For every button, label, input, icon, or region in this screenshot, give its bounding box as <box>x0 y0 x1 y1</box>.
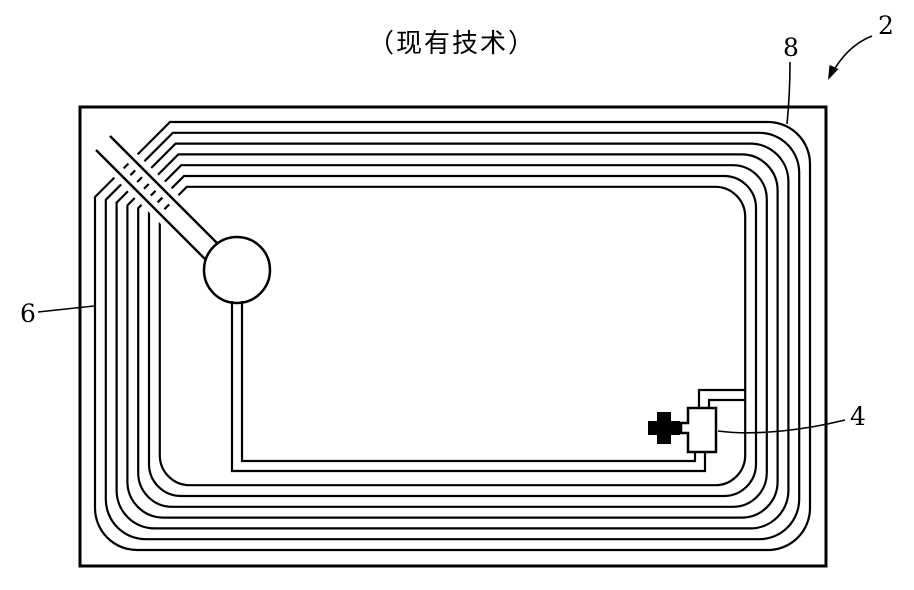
leader-line-6 <box>37 305 95 313</box>
ref-label-6: 6 <box>20 299 36 328</box>
trace-outer-edge <box>230 301 707 473</box>
chip-outline <box>679 406 718 454</box>
leader-line-4 <box>717 419 846 434</box>
connector-edge <box>697 388 745 408</box>
bridge-line <box>95 149 207 261</box>
chip-connector <box>697 388 745 408</box>
coil-turn <box>137 164 768 508</box>
trace-inner-edge <box>240 301 697 463</box>
crossover-bridge-trace <box>95 135 218 261</box>
leader-line-8 <box>786 61 791 125</box>
ref-label-4: 4 <box>850 402 866 431</box>
coil-turn <box>158 185 747 487</box>
bridge-line <box>109 135 218 244</box>
ref-label-2: 2 <box>878 11 894 40</box>
conductor-trace <box>230 301 707 473</box>
plus-vertical-bar <box>657 412 671 444</box>
antenna-coil <box>93 120 812 552</box>
arrowhead-icon <box>828 65 839 80</box>
connector-edge <box>707 398 745 408</box>
tag-substrate-outline <box>78 105 828 568</box>
coil-turn <box>93 120 812 552</box>
ref-label-8: 8 <box>783 33 799 62</box>
coil-turn <box>115 142 790 530</box>
coil-turn <box>147 174 758 498</box>
coil-turn <box>126 153 779 519</box>
connection-pad <box>202 235 272 305</box>
plus-terminal-icon <box>648 412 680 444</box>
coil-turn <box>104 131 801 541</box>
figure-title: （现有技术） <box>368 29 536 59</box>
